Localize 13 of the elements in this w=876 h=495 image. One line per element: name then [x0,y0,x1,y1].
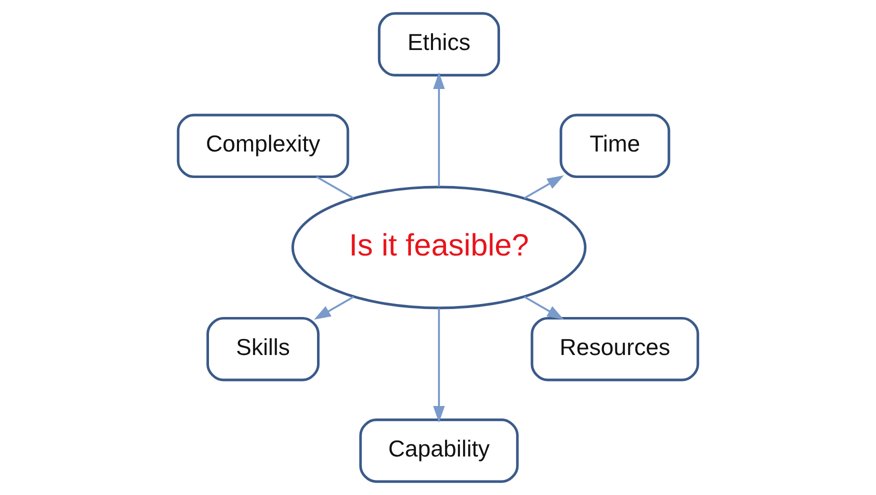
arrow [524,296,564,320]
arrow [314,296,354,320]
arrow [433,72,445,187]
arrow [433,308,445,423]
node-box: Ethics [378,12,500,76]
arrow [524,175,564,200]
node-box: Complexity [176,114,350,178]
connector [316,176,354,200]
node-box: Resources [530,316,700,382]
node-ellipse: Is it feasible? [291,186,586,310]
node-box: Time [560,114,670,178]
node-box: Skills [206,316,320,382]
node-box: Capability [359,418,519,483]
